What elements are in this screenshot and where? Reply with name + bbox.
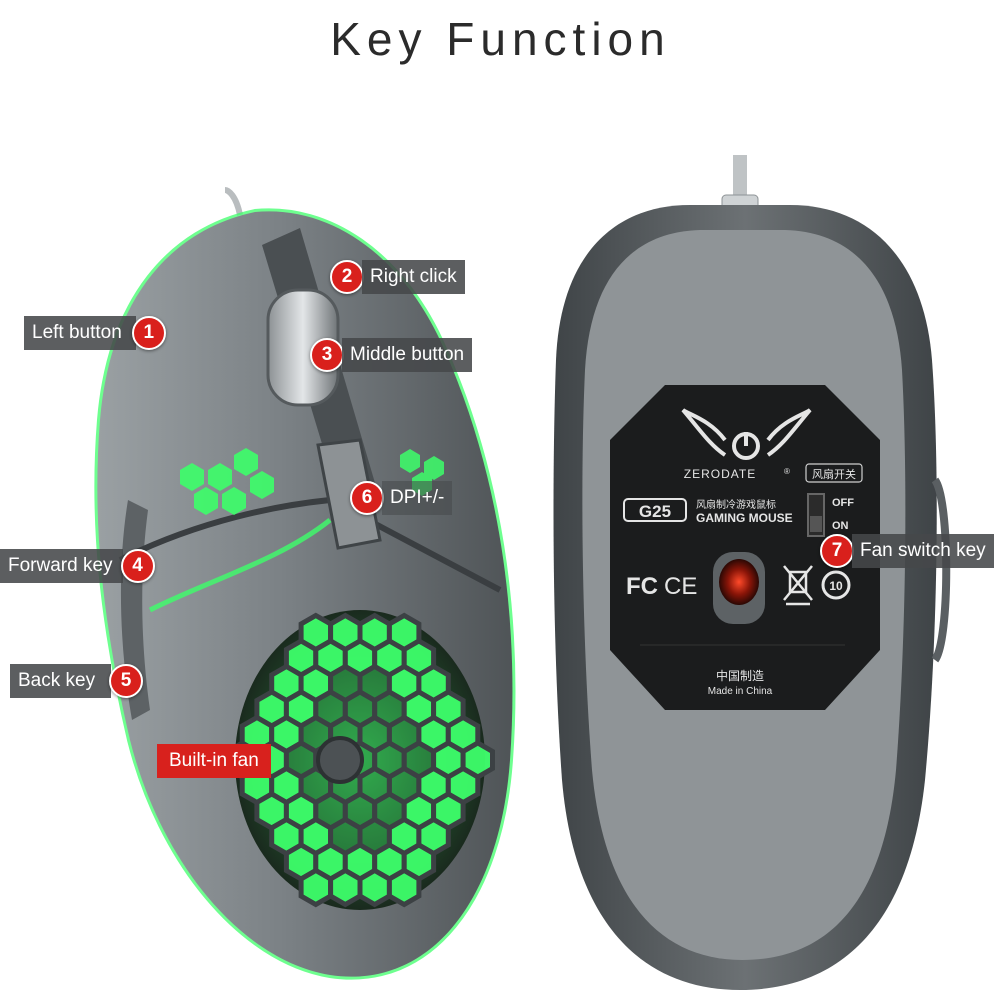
brand-text: ZERODATE: [684, 467, 756, 481]
callout-dpi: 6 DPI+/-: [350, 481, 453, 515]
fan-hex-cell: [298, 867, 334, 908]
trademark-symbol: ®: [784, 467, 790, 476]
age-10-text: 10: [829, 579, 843, 593]
callout-fan-switch: 7 Fan switch key: [820, 534, 994, 568]
age-10-icon: [821, 570, 851, 600]
weee-icon: [783, 565, 813, 606]
made-en-text: Made in China: [708, 686, 773, 697]
fan-hex-cell: [386, 867, 422, 908]
callout-back-key: Back key 5: [10, 664, 144, 698]
bottom-label-plate: [610, 385, 880, 710]
callout-forward-key: Forward key 4: [0, 549, 155, 583]
model-text: G25: [639, 502, 671, 521]
callout-middle-button: 3 Middle button: [310, 338, 473, 372]
callout-label: Fan switch key: [852, 534, 994, 568]
callout-number: 3: [310, 338, 344, 372]
dpi-button: [316, 438, 382, 550]
mouse-bottom-view: ZERODATE ® 风扇开关 G25 风扇制冷游戏鼠标 GAMING MOUS…: [553, 155, 951, 990]
callout-label: Forward key: [0, 549, 123, 583]
callout-number: 7: [820, 534, 854, 568]
callout-left-button: Left button 1: [24, 316, 166, 350]
page-title: Key Function: [330, 13, 671, 65]
callout-label: Left button: [24, 316, 136, 350]
fc-mark-text: FC: [626, 573, 658, 600]
product-cn-text: 风扇制冷游戏鼠标: [696, 498, 776, 511]
made-cn-text: 中国制造: [716, 668, 764, 683]
callout-label: Middle button: [342, 338, 473, 372]
switch-off-text: OFF: [832, 497, 854, 509]
brand-logo: [681, 408, 812, 460]
optical-sensor: [719, 559, 759, 605]
callout-number: 4: [120, 549, 155, 583]
callout-label: Right click: [362, 260, 465, 294]
builtin-fan-label: Built-in fan: [157, 744, 271, 778]
callout-label: Back key: [10, 664, 112, 698]
fan-hex-cell: [357, 867, 392, 908]
callout-right-click: 2 Right click: [330, 260, 465, 294]
fan-switch-cn-text: 风扇开关: [812, 467, 856, 481]
mouse-top-view: [94, 187, 516, 980]
product-en-text: GAMING MOUSE: [696, 511, 793, 525]
ce-mark-text: CE: [664, 573, 697, 600]
callout-number: 1: [131, 316, 166, 350]
switch-on-text: ON: [832, 520, 849, 532]
fan-hex-cell: [328, 867, 363, 908]
callout-number: 6: [350, 481, 384, 515]
callout-label: DPI+/-: [382, 481, 453, 515]
callout-number: 5: [109, 664, 144, 698]
fan-honeycomb: [225, 612, 495, 908]
callout-number: 2: [330, 260, 364, 294]
